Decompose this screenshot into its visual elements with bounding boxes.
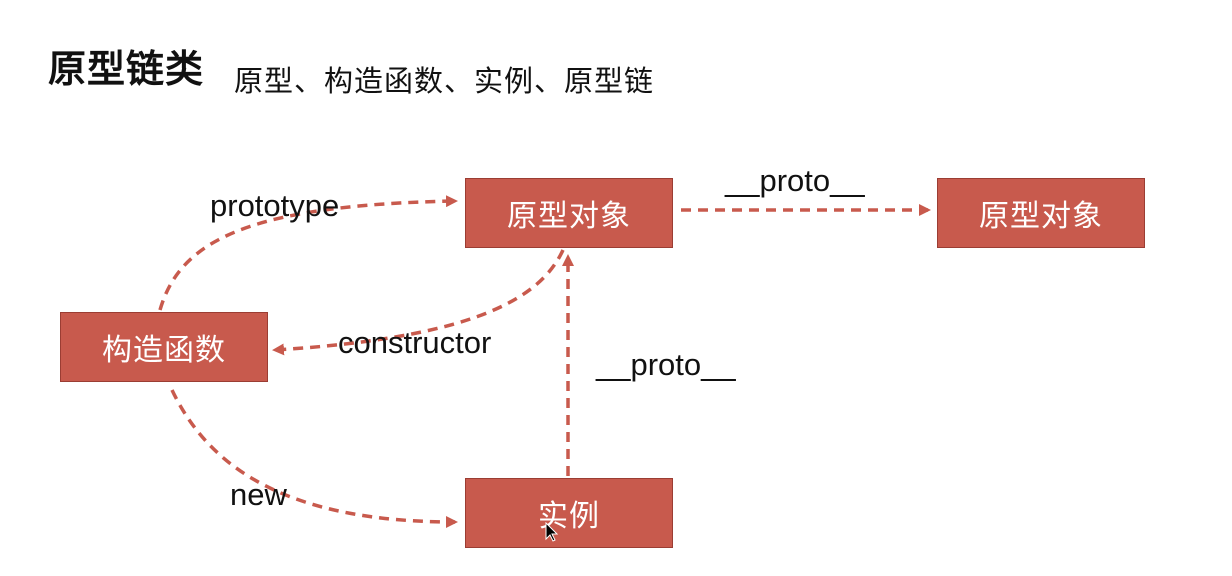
new-label: new: [230, 477, 287, 512]
proto-chain-label: __proto__: [725, 163, 865, 198]
instance-node: 实例: [465, 478, 673, 548]
mouse-pointer-icon: [545, 522, 559, 542]
constructor-function-node: 构造函数: [60, 312, 268, 382]
prototype-label: prototype: [210, 188, 340, 223]
constructor-label: constructor: [338, 325, 492, 360]
page-subtitle: 原型、构造函数、实例、原型链: [234, 64, 655, 98]
constructor-arrow: [272, 249, 565, 356]
prototype-arrow: [158, 195, 458, 311]
upper-prototype-object-node: 原型对象: [937, 178, 1145, 248]
prototype-object-node: 原型对象: [465, 178, 673, 248]
new-arrow: [170, 389, 458, 528]
instance-proto-label: __proto__: [596, 347, 736, 382]
page-title: 原型链类: [48, 47, 205, 91]
